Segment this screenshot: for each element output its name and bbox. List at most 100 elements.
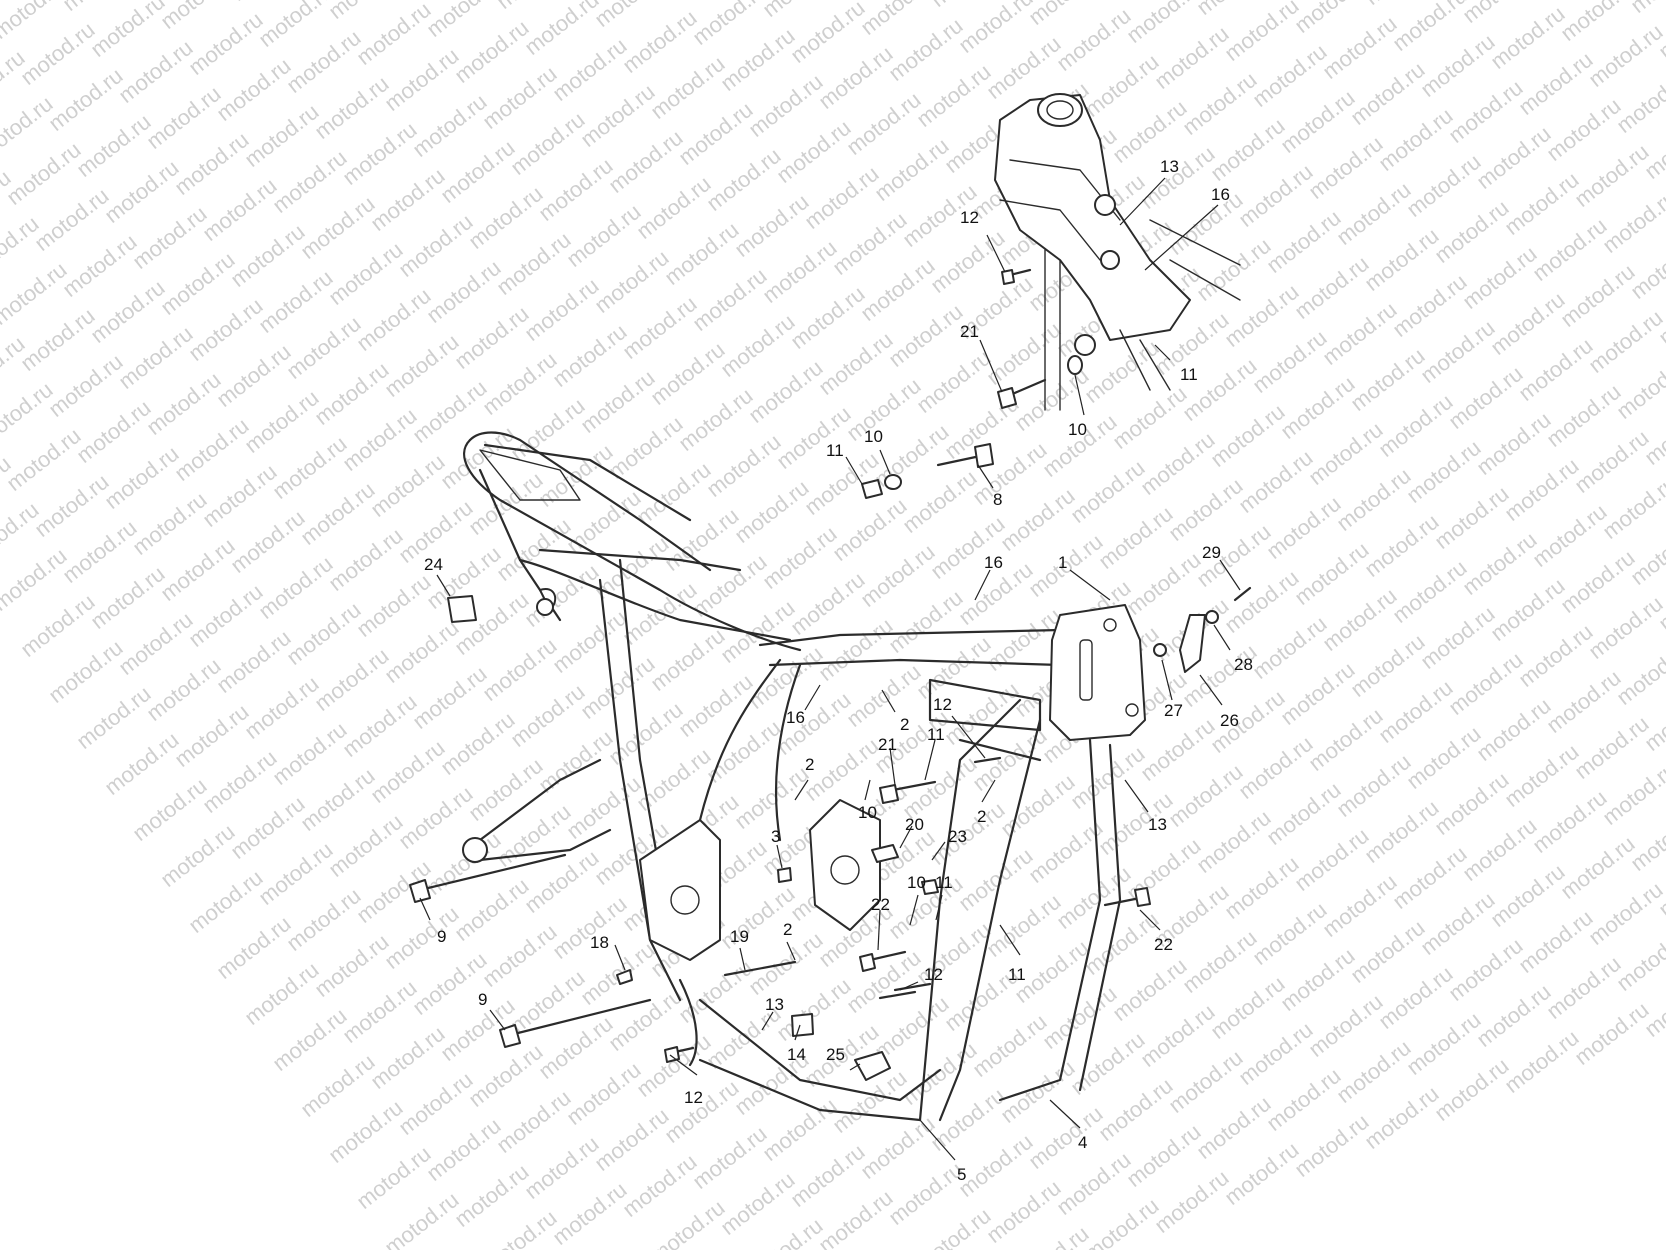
watermark-text: motod.ru (1570, 425, 1654, 498)
watermark-text: motod.ru (828, 207, 912, 280)
watermark-text: motod.ru (128, 201, 212, 274)
watermark-text: motod.ru (282, 883, 366, 956)
watermark-text: motod.ru (170, 413, 254, 486)
watermark-text: motod.ru (1178, 67, 1262, 140)
watermark-text: motod.ru (86, 561, 170, 634)
watermark-text: motod.ru (1444, 361, 1528, 434)
watermark-text: motod.ru (226, 791, 310, 864)
watermark-text: motod.ru (1626, 0, 1666, 18)
watermark-text: motod.ru (856, 539, 940, 612)
watermark-text: motod.ru (1220, 1137, 1304, 1210)
watermark-text: motod.ru (324, 237, 408, 310)
watermark-text: motod.ru (1430, 481, 1514, 554)
watermark-text: motod.ru (1206, 113, 1290, 186)
watermark-text: motod.ru (632, 1029, 716, 1102)
watermark-text: motod.ru (758, 235, 842, 308)
watermark-text: motod.ru (576, 365, 660, 438)
watermark-text: motod.ru (590, 245, 674, 318)
watermark-text: motod.ru (240, 671, 324, 744)
watermark-text: motod.ru (996, 483, 1080, 556)
watermark-text: motod.ru (310, 71, 394, 144)
watermark-text: motod.ru (380, 329, 464, 402)
watermark-text: motod.ru (842, 373, 926, 446)
watermark-text: motod.ru (1206, 685, 1290, 758)
callout-9a: 9 (437, 927, 446, 946)
watermark-text: motod.ru (982, 31, 1066, 104)
watermark-text: motod.ru (1248, 611, 1332, 684)
watermark-text: motod.ru (1542, 379, 1626, 452)
watermark-text: motod.ru (1122, 833, 1206, 906)
watermark-text: motod.ru (1444, 75, 1528, 148)
watermark-text: motod.ru (1542, 951, 1626, 1024)
watermark-text: motod.ru (1528, 499, 1612, 572)
watermark-text: motod.ru (520, 0, 604, 60)
watermark-text: motod.ru (352, 569, 436, 642)
watermark-text: motod.ru (786, 281, 870, 354)
watermark-text: motod.ru (898, 1037, 982, 1110)
watermark-text: motod.ru (870, 133, 954, 206)
watermark-text: motod.ru (0, 257, 71, 330)
watermark-text: motod.ru (394, 209, 478, 282)
watermark-text: motod.ru (534, 439, 618, 512)
watermark-text: motod.ru (128, 773, 212, 846)
watermark-text: motod.ru (1416, 601, 1500, 674)
callout-29: 29 (1202, 543, 1221, 562)
watermark-text: motod.ru (548, 319, 632, 392)
watermark-text: motod.ru (338, 689, 422, 762)
watermark-text: motod.ru (1374, 961, 1458, 1034)
watermark-text: motod.ru (366, 735, 450, 808)
watermark-text: motod.ru (1444, 933, 1528, 1006)
watermark-text: motod.ru (1584, 591, 1666, 664)
watermark-text: motod.ru (142, 81, 226, 154)
watermark-text: motod.ru (1402, 435, 1486, 508)
watermark-text: motod.ru (1612, 65, 1666, 138)
callout-22a: 22 (871, 895, 890, 914)
watermark-text: motod.ru (534, 725, 618, 798)
watermark-text: motod.ru (1150, 1165, 1234, 1238)
watermark-text: motod.ru (1458, 813, 1542, 886)
watermark-text: motod.ru (324, 1095, 408, 1168)
watermark-text: motod.ru (912, 59, 996, 132)
watermark-text: motod.ru (16, 589, 100, 662)
watermark-text: motod.ru (1346, 57, 1430, 130)
watermark-text: motod.ru (1612, 637, 1666, 710)
watermark-text: motod.ru (212, 625, 296, 698)
watermark-text: motod.ru (1388, 269, 1472, 342)
watermark-text: motod.ru (814, 41, 898, 114)
watermark-text: motod.ru (688, 1121, 772, 1194)
callout-12c: 12 (924, 965, 943, 984)
watermark-text: motod.ru (30, 183, 114, 256)
watermark-text: motod.ru (1402, 1007, 1486, 1080)
watermark-text: motod.ru (324, 523, 408, 596)
watermark-text: motod.ru (352, 1141, 436, 1214)
watermark-text: motod.ru (1584, 305, 1666, 378)
watermark-text: motod.ru (352, 0, 436, 70)
watermark-text: motod.ru (450, 15, 534, 88)
watermark-text: motod.ru (520, 559, 604, 632)
watermark-text: motod.ru (1290, 251, 1374, 324)
watermark-text: motod.ru (1234, 731, 1318, 804)
watermark-text: motod.ru (1262, 1063, 1346, 1136)
watermark-text: motod.ru (72, 395, 156, 468)
watermark-text: motod.ru (1122, 1119, 1206, 1192)
watermark-text: motod.ru (408, 661, 492, 734)
watermark-text: motod.ru (1472, 407, 1556, 480)
watermark-text: motod.ru (758, 521, 842, 594)
watermark-text: motod.ru (702, 429, 786, 502)
watermark-text: motod.ru (982, 317, 1066, 390)
watermark-text: motod.ru (506, 679, 590, 752)
watermark-text: motod.ru (730, 189, 814, 262)
watermark-text: motod.ru (1500, 167, 1584, 240)
callout-labels: 1 2 2 2 2 3 4 5 8 9 9 10 10 10 10 11 11 … (424, 157, 1253, 1184)
watermark-text: motod.ru (618, 1149, 702, 1222)
watermark-text: motod.ru (254, 265, 338, 338)
watermark-text: motod.ru (632, 171, 716, 244)
watermark-text: motod.ru (380, 43, 464, 116)
watermark-text: motod.ru (1290, 1109, 1374, 1182)
watermark-text: motod.ru (1430, 767, 1514, 840)
watermark-text: motod.ru (114, 607, 198, 680)
watermark-text: motod.ru (1066, 1027, 1150, 1100)
watermark-text: motod.ru (44, 63, 128, 136)
watermark-text: motod.ru (576, 651, 660, 724)
watermark-text: motod.ru (1094, 1073, 1178, 1146)
